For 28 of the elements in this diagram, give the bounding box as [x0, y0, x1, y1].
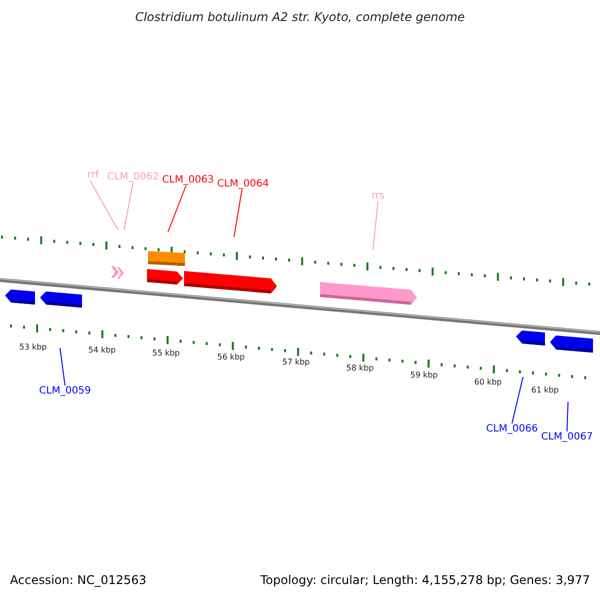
leader-line: [60, 348, 66, 386]
footer-text: Accession: NC_012563: [10, 574, 146, 588]
leader-line: [372, 201, 378, 250]
axis-tick-label: 61 kbp: [531, 386, 559, 396]
axis-tick-label: 57 kbp: [282, 358, 310, 368]
gene-label: CLM_0067: [541, 432, 593, 442]
axis-tick-label: 58 kbp: [346, 364, 374, 374]
chart-title: Clostridium botulinum A2 str. Kyoto, complete genome: [134, 11, 466, 24]
gene-label: CLM_0066: [486, 424, 538, 434]
gene-label: CLM_0062: [107, 172, 159, 182]
gene-label: rrf: [87, 170, 99, 180]
leader-line: [512, 376, 524, 424]
gene-label: CLM_0064: [217, 178, 269, 190]
axis-tick-label: 53 kbp: [19, 344, 47, 352]
axis-tick-label: 55 kbp: [152, 350, 180, 358]
gene-label: CLM_0059: [39, 386, 91, 396]
leader-line: [168, 185, 186, 232]
leader-line: [90, 180, 118, 230]
leader-line: [124, 182, 134, 230]
axis-tick-label: 56 kbp: [217, 354, 245, 362]
leader-line: [234, 189, 242, 238]
gene-label: rrs: [371, 190, 385, 202]
gene-label: CLM_0063: [162, 174, 214, 186]
axis-tick-label: 54 kbp: [88, 346, 116, 356]
axis-tick-label: 60 kbp: [474, 378, 502, 388]
axis-tick-label: 59 kbp: [410, 372, 438, 380]
leader-line: [566, 402, 568, 432]
footer-text: Topology: circular; Length: 4,155,278 bp; Genes: 3,977: [260, 574, 590, 588]
